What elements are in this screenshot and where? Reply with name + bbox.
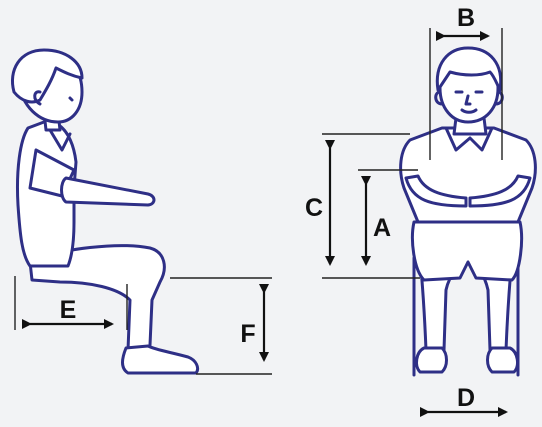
label-f: F <box>240 320 255 348</box>
label-c: C <box>305 194 323 222</box>
front-view-child <box>399 46 537 377</box>
label-a: A <box>373 214 391 242</box>
label-d: D <box>457 384 475 412</box>
dimension-d: D <box>420 384 508 417</box>
label-e: E <box>60 296 77 324</box>
dimension-c: C <box>305 133 420 279</box>
dimension-b: B <box>429 4 503 160</box>
dimension-e: E <box>14 276 128 330</box>
side-view-child <box>11 48 200 375</box>
dimension-a: A <box>358 169 418 266</box>
label-b: B <box>457 4 475 32</box>
dimension-f: F <box>170 277 272 375</box>
